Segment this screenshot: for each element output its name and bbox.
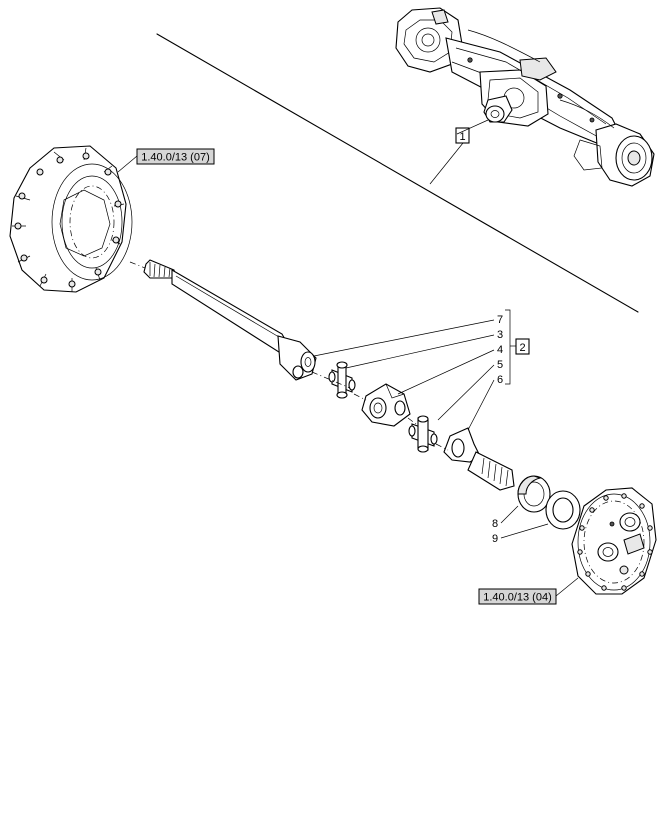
callout-group-2: 2 7 3 4 5 6 xyxy=(313,309,530,431)
callout-label-3[interactable]: 3 xyxy=(497,329,503,341)
callout-9[interactable]: 9 xyxy=(492,523,549,545)
callout-label-5[interactable]: 5 xyxy=(497,359,503,371)
center-coupling-yoke xyxy=(361,383,411,427)
axle-shaft xyxy=(143,259,317,381)
final-drive-housing xyxy=(9,145,151,293)
callout-label-6[interactable]: 6 xyxy=(497,374,503,386)
svg-text:8: 8 xyxy=(492,518,498,530)
callout-8[interactable]: 8 xyxy=(492,505,519,530)
svg-text:9: 9 xyxy=(492,533,498,545)
axle-assembly xyxy=(395,7,655,187)
svg-text:1: 1 xyxy=(459,131,465,143)
reference-top[interactable]: 1.40.0/13 (07) xyxy=(117,148,215,173)
svg-text:1.40.0/13 (04): 1.40.0/13 (04) xyxy=(483,592,552,604)
cross-spider-upper xyxy=(328,361,356,399)
stub-shaft xyxy=(443,427,515,491)
hub-cover xyxy=(571,487,657,595)
svg-text:1.40.0/13 (07): 1.40.0/13 (07) xyxy=(141,152,210,164)
bearing xyxy=(517,475,551,513)
callout-label-7[interactable]: 7 xyxy=(497,314,503,326)
separator-line xyxy=(156,33,639,313)
hub-cover-bolts xyxy=(577,493,653,591)
seal-ring xyxy=(545,490,581,530)
housing-bolts xyxy=(14,152,122,288)
callout-label-2[interactable]: 2 xyxy=(519,342,525,354)
reference-bottom[interactable]: 1.40.0/13 (04) xyxy=(478,577,579,605)
callout-label-4[interactable]: 4 xyxy=(497,344,503,356)
callout-1[interactable]: 1 xyxy=(429,119,489,185)
cross-spider-lower xyxy=(408,415,438,453)
